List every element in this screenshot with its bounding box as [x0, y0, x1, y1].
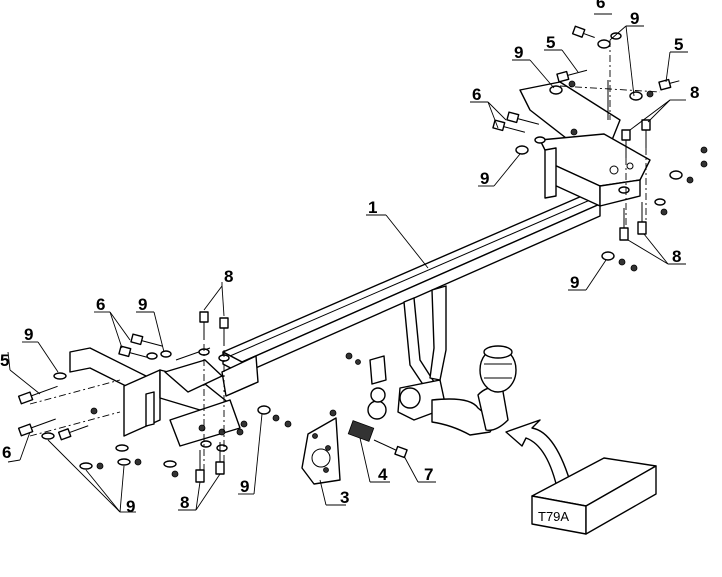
callout-numbers: 1 5 9 6 6 9 9 8 8 9 3 4 7 6 9 9 5 5 6 8 …: [0, 0, 699, 516]
callout-9-right-left: 9: [514, 43, 523, 62]
centre-mount-bracket: [345, 352, 387, 420]
callout-5-right-left: 5: [546, 33, 555, 52]
main-crossbar: [221, 195, 601, 397]
assembly-axis-lines: [29, 40, 661, 470]
callout-8-left-bottom: 8: [180, 493, 189, 512]
callout-7: 7: [424, 465, 433, 484]
callout-9-right-top: 9: [630, 9, 639, 28]
callout-6-right: 6: [472, 85, 481, 104]
callout-1: 1: [368, 198, 377, 217]
callout-9-center: 9: [240, 477, 249, 496]
fasteners: [17, 25, 708, 483]
tow-ball-neck: [397, 285, 517, 436]
callout-leaders: [7, 13, 688, 513]
left-side-bracket: [69, 347, 241, 447]
callout-5-left: 5: [0, 351, 9, 370]
callout-4: 4: [378, 465, 388, 484]
box-label: T79A: [538, 509, 569, 524]
callout-6-right-top: 6: [596, 0, 605, 12]
callout-9-right-mid: 9: [480, 169, 489, 188]
socket-plate: [301, 417, 341, 485]
callout-6-left-top: 6: [96, 295, 105, 314]
callout-5-right: 5: [674, 35, 683, 54]
callout-9-right-bottom: 9: [570, 273, 579, 292]
callout-6-left-bottom: 6: [2, 443, 11, 462]
callout-8-left-top: 8: [224, 267, 233, 286]
callout-9-left-bottom: 9: [126, 497, 135, 516]
callout-3: 3: [340, 488, 349, 507]
callout-9-left-mid: 9: [138, 295, 147, 314]
callout-8-right-top: 8: [690, 83, 699, 102]
spring-bolt: [329, 409, 408, 459]
packaging-box: T79A: [531, 457, 657, 535]
callout-9-left-top: 9: [24, 325, 33, 344]
callout-8-right-bottom: 8: [672, 247, 681, 266]
